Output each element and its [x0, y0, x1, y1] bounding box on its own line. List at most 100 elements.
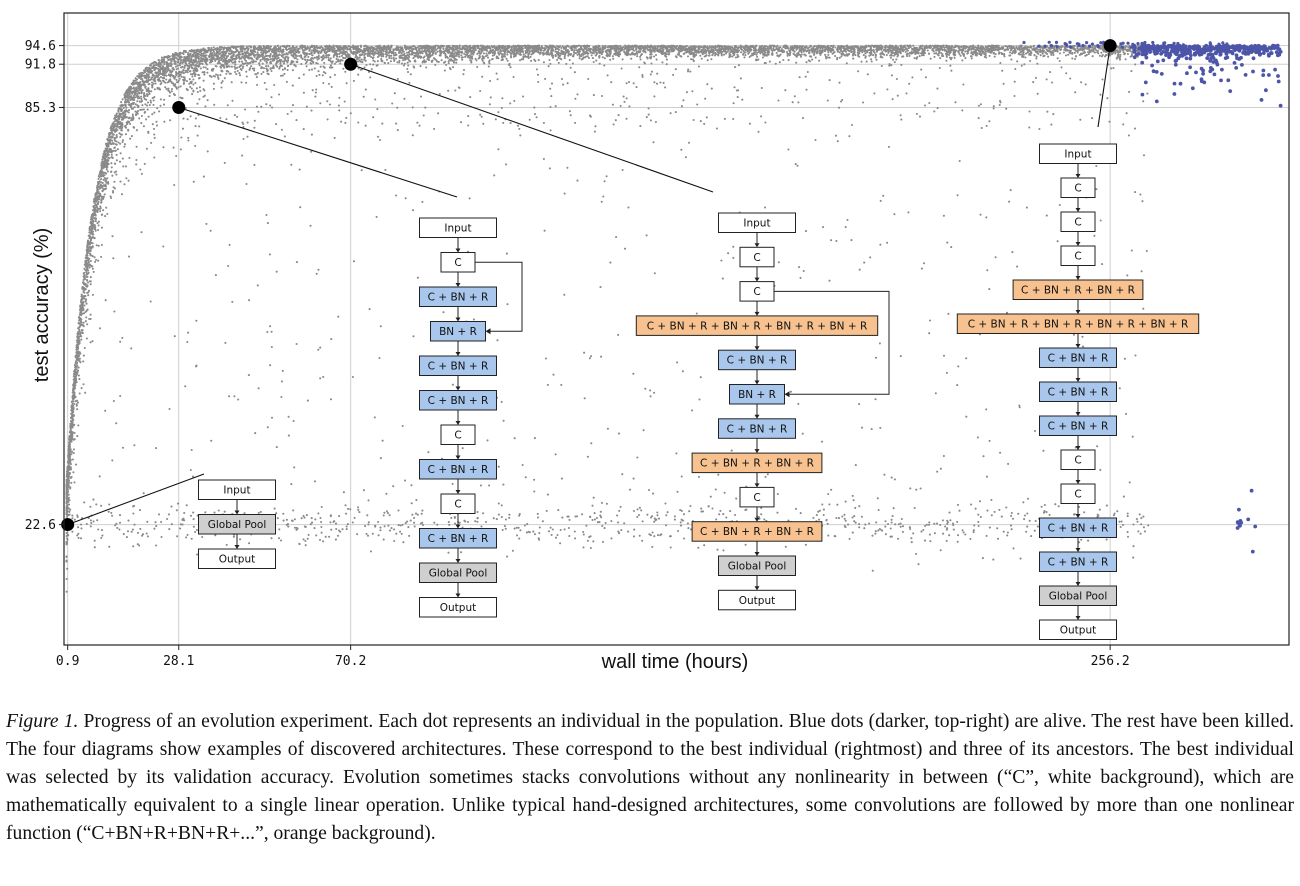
- killed-individual-dot: [496, 49, 499, 52]
- killed-individual-dot: [732, 102, 735, 105]
- killed-individual-dot: [886, 88, 889, 91]
- killed-individual-dot: [283, 67, 287, 70]
- killed-individual-dot: [737, 64, 740, 67]
- killed-individual-dot: [192, 61, 195, 64]
- killed-individual-dot: [828, 56, 831, 59]
- killed-individual-dot: [286, 112, 289, 116]
- killed-individual-dot: [400, 62, 404, 65]
- killed-individual-dot: [335, 60, 338, 64]
- killed-individual-dot: [106, 212, 109, 216]
- killed-individual-dot: [172, 68, 175, 71]
- killed-individual-dot: [940, 51, 943, 55]
- killed-individual-dot: [732, 117, 735, 121]
- killed-individual-dot: [151, 97, 154, 100]
- killed-individual-dot: [182, 79, 186, 82]
- killed-individual-dot: [102, 209, 105, 212]
- killed-individual-dot: [204, 105, 207, 108]
- killed-individual-dot: [598, 62, 601, 65]
- killed-individual-dot: [592, 94, 595, 97]
- killed-individual-dot: [325, 56, 328, 59]
- killed-individual-dot: [287, 47, 290, 50]
- killed-individual-dot: [105, 166, 108, 169]
- killed-individual-dot: [481, 59, 484, 62]
- killed-individual-dot: [251, 51, 254, 54]
- killed-individual-dot: [241, 66, 244, 70]
- killed-individual-dot: [120, 116, 123, 119]
- killed-individual-dot: [86, 323, 89, 326]
- killed-individual-dot: [391, 102, 394, 105]
- killed-individual-dot: [163, 98, 166, 101]
- killed-individual-dot: [91, 265, 94, 268]
- killed-individual-dot: [1014, 67, 1017, 71]
- killed-individual-dot: [962, 54, 966, 58]
- killed-individual-dot: [206, 68, 209, 71]
- killed-individual-dot: [402, 64, 405, 67]
- killed-individual-dot: [77, 353, 80, 356]
- killed-individual-dot: [168, 91, 172, 94]
- killed-individual-dot: [237, 45, 240, 48]
- killed-individual-dot: [522, 95, 525, 98]
- killed-individual-dot: [233, 114, 236, 117]
- killed-individual-dot: [643, 62, 646, 65]
- killed-individual-dot: [726, 50, 729, 53]
- killed-individual-dot: [234, 63, 237, 66]
- killed-individual-dot: [891, 58, 895, 61]
- killed-individual-dot: [454, 89, 457, 92]
- killed-individual-dot: [603, 57, 606, 60]
- killed-individual-dot: [516, 124, 520, 127]
- killed-individual-dot: [1058, 59, 1061, 63]
- killed-individual-dot: [163, 60, 166, 63]
- killed-individual-dot: [549, 105, 552, 109]
- killed-individual-dot: [270, 69, 273, 73]
- killed-individual-dot: [479, 89, 482, 93]
- killed-individual-dot: [357, 73, 360, 76]
- killed-individual-dot: [578, 57, 581, 60]
- killed-individual-dot: [180, 56, 183, 59]
- killed-individual-dot: [862, 101, 865, 104]
- killed-individual-dot: [489, 96, 492, 99]
- killed-individual-dot: [255, 105, 258, 108]
- killed-individual-dot: [219, 74, 222, 77]
- killed-individual-dot: [929, 57, 932, 60]
- killed-individual-dot: [349, 112, 352, 115]
- killed-individual-dot: [100, 201, 103, 204]
- killed-individual-dot: [212, 82, 215, 85]
- killed-individual-dot: [133, 126, 136, 129]
- killed-individual-dot: [177, 79, 180, 82]
- killed-individual-dot: [424, 106, 427, 109]
- killed-individual-dot: [189, 73, 193, 76]
- killed-individual-dot: [152, 127, 156, 130]
- killed-individual-dot: [233, 65, 236, 68]
- killed-individual-dot: [138, 91, 141, 94]
- killed-individual-dot: [96, 203, 99, 206]
- killed-individual-dot: [149, 99, 152, 102]
- killed-individual-dot: [71, 402, 74, 405]
- killed-individual-dot: [121, 140, 124, 144]
- killed-individual-dot: [260, 105, 263, 108]
- killed-individual-dot: [148, 76, 151, 79]
- killed-individual-dot: [850, 123, 854, 127]
- killed-individual-dot: [119, 180, 122, 183]
- killed-individual-dot: [369, 76, 372, 79]
- killed-individual-dot: [890, 64, 893, 67]
- killed-individual-dot: [838, 56, 841, 59]
- killed-individual-dot: [329, 57, 332, 60]
- killed-individual-dot: [630, 57, 633, 60]
- killed-individual-dot: [238, 74, 242, 77]
- killed-individual-dot: [229, 72, 232, 75]
- killed-individual-dot: [113, 139, 117, 142]
- killed-individual-dot: [919, 52, 923, 55]
- killed-individual-dot: [141, 104, 144, 107]
- killed-individual-dot: [825, 57, 828, 60]
- killed-individual-dot: [316, 58, 319, 61]
- killed-individual-dot: [893, 61, 896, 64]
- killed-individual-dot: [187, 136, 190, 139]
- killed-individual-dot: [265, 103, 268, 106]
- killed-individual-dot: [866, 73, 869, 76]
- killed-individual-dot: [798, 76, 801, 79]
- killed-individual-dot: [112, 133, 115, 136]
- killed-individual-dot: [640, 53, 643, 56]
- killed-individual-dot: [950, 56, 953, 59]
- killed-individual-dot: [782, 46, 785, 49]
- killed-individual-dot: [318, 57, 321, 60]
